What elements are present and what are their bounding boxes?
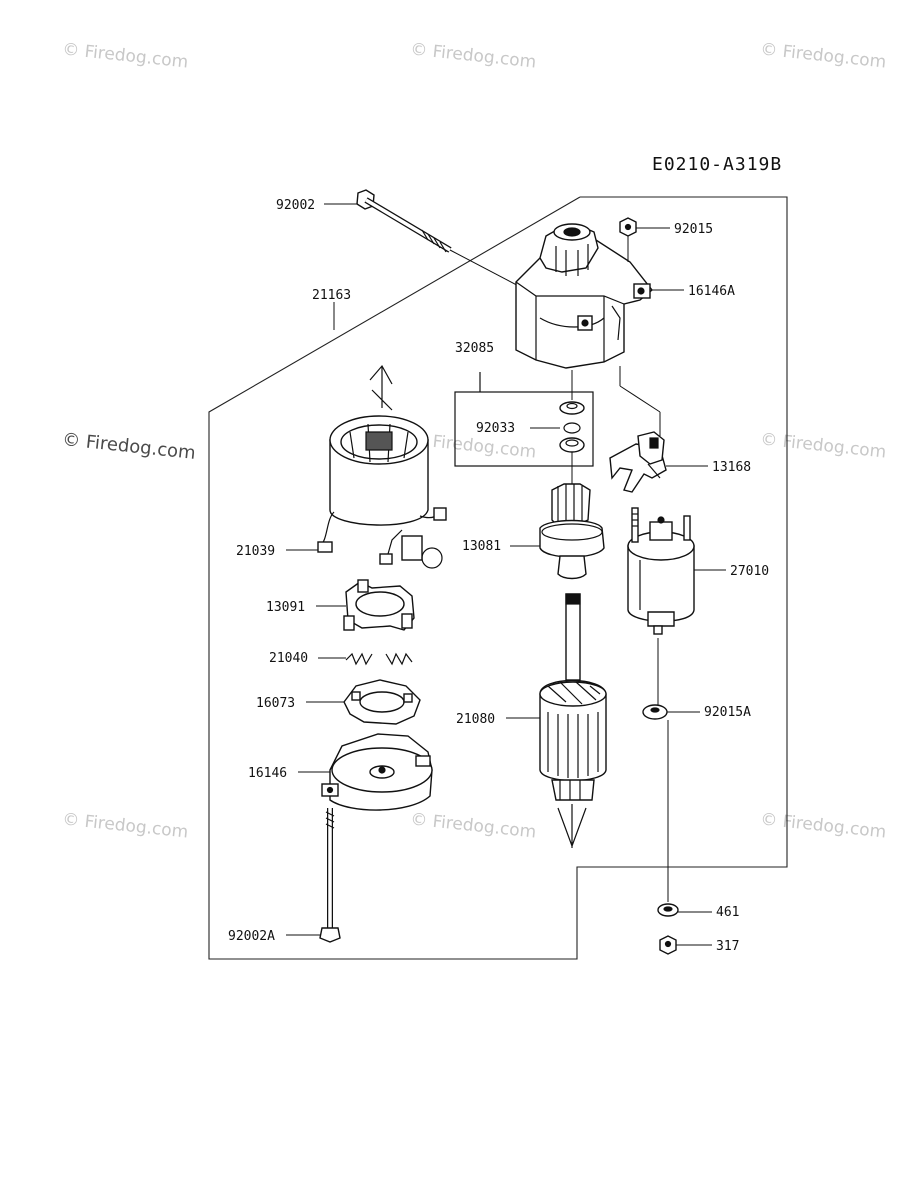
callout-461: 461: [716, 905, 739, 920]
callout-92002a: 92002A: [228, 929, 275, 944]
leader-lines: [286, 203, 726, 946]
callout-317: 317: [716, 939, 739, 954]
callout-21040: 21040: [269, 651, 308, 666]
callout-16146: 16146: [248, 766, 287, 781]
callout-21163: 21163: [312, 288, 351, 303]
through-bolt-long: [319, 808, 341, 943]
pinion-clutch: [539, 483, 605, 580]
callout-13081: 13081: [462, 539, 501, 554]
assembly-frame: [208, 196, 788, 960]
washers-92033: [559, 401, 585, 453]
nut-92015: [619, 217, 637, 262]
callout-27010: 27010: [730, 564, 769, 579]
brush-holder: [343, 579, 415, 631]
callout-16146a: 16146A: [688, 284, 735, 299]
nut-317: [659, 935, 677, 955]
shift-lever: [609, 431, 667, 493]
callout-92033: 92033: [476, 421, 515, 436]
callout-21080: 21080: [456, 712, 495, 727]
callout-13168: 13168: [712, 460, 751, 475]
callout-21039: 21039: [236, 544, 275, 559]
brush-springs: [345, 652, 413, 666]
callout-13091: 13091: [266, 600, 305, 615]
callout-16073: 16073: [256, 696, 295, 711]
diagram-code: E0210-A319B: [652, 154, 783, 175]
solenoid: [627, 507, 695, 635]
washer-461: [657, 720, 679, 917]
callout-92015: 92015: [674, 222, 713, 237]
callout-32085: 32085: [455, 341, 494, 356]
armature: [539, 593, 607, 848]
rear-cover: [321, 733, 433, 811]
front-housing: [515, 223, 653, 369]
callout-92015a: 92015A: [704, 705, 751, 720]
callout-92002: 92002: [276, 198, 315, 213]
yoke: [317, 364, 447, 569]
brush-plate: [343, 679, 421, 725]
kit-bracket-box: [454, 391, 594, 467]
guide-lines: [571, 366, 661, 484]
nut-92015a: [642, 638, 668, 720]
